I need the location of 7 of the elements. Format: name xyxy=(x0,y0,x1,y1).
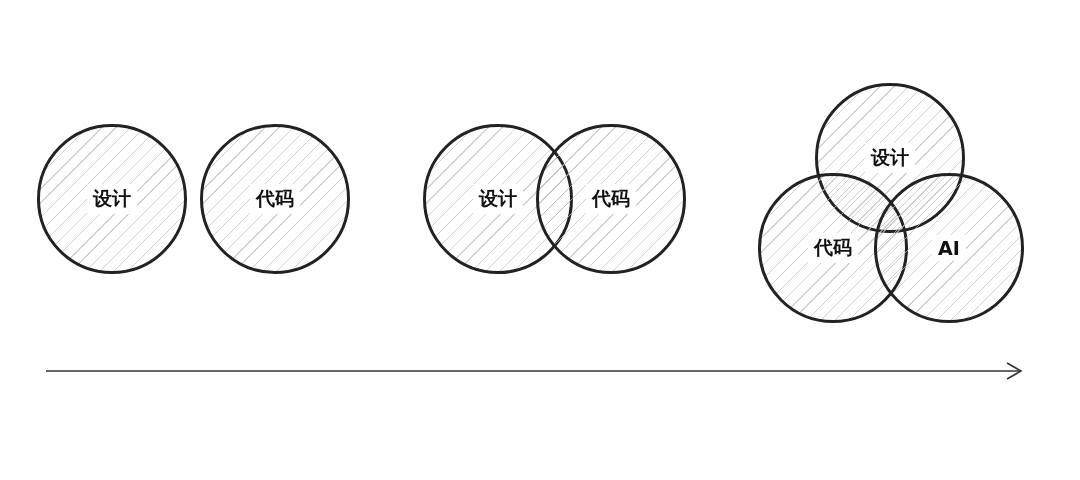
circle-label: AI xyxy=(932,235,966,261)
circle-label: 代码 xyxy=(586,184,636,214)
circle-label: 设计 xyxy=(865,143,915,173)
circle-label: 设计 xyxy=(473,184,523,214)
circle-label: 代码 xyxy=(250,184,300,214)
circle-label: 设计 xyxy=(87,184,137,214)
circle-label: 代码 xyxy=(808,233,858,263)
